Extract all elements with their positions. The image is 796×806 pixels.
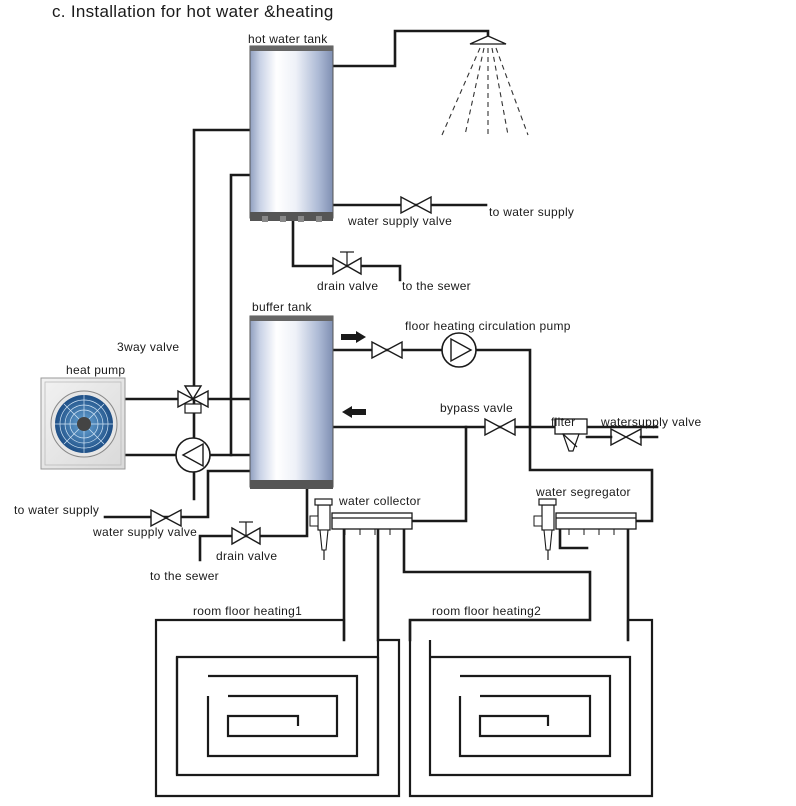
drain-valve-top-label: drain valve (317, 279, 378, 293)
drain-valve-bottom-label: drain valve (216, 549, 277, 563)
buffer-tank-label: buffer tank (252, 300, 312, 314)
water-supply-valve-top-icon (400, 195, 432, 215)
three-way-valve-label: 3way valve (117, 340, 179, 354)
hot-water-tank-label: hot water tank (248, 32, 328, 46)
heat-pump-label: heat pump (66, 363, 125, 377)
watersupply-valve-right-icon (585, 427, 659, 447)
flow-arrow-out-icon (341, 331, 366, 343)
shower-head-icon (441, 35, 529, 136)
flow-arrow-in-icon (342, 406, 366, 418)
to-the-sewer-bottom-label: to the sewer (150, 569, 219, 583)
watersupply-valve-right-label: watersupply valve (600, 415, 702, 429)
water-collector-label: water collector (338, 494, 421, 508)
to-the-sewer-top-label: to the sewer (402, 279, 471, 293)
room-floor-heating-1-label: room floor heating1 (193, 604, 302, 618)
heat-pump-unit (40, 377, 126, 470)
water-supply-valve-top-label: water supply valve (347, 214, 452, 228)
buffer-tank (249, 315, 334, 489)
diagram-title: c. Installation for hot water &heating (52, 2, 334, 21)
bypass-valve-label: bypass vavle (440, 401, 513, 415)
heat-pump-circulation-pump-icon (175, 437, 211, 473)
fan-icon (50, 390, 118, 458)
floor-heating-circulation-pump-icon (441, 332, 477, 368)
pump-inlet-valve-icon (371, 340, 403, 360)
water-collector-manifold-icon (309, 498, 413, 560)
water-segregator-manifold-icon (533, 498, 637, 560)
water-supply-valve-left-label: water supply valve (92, 525, 197, 539)
bypass-valve-icon (484, 417, 516, 437)
room-floor-heating-2-coil (408, 618, 654, 798)
pipes (103, 29, 659, 642)
drain-valve-bottom-icon (231, 521, 261, 546)
three-way-valve-icon (177, 385, 209, 414)
to-water-supply-top-label: to water supply (489, 205, 574, 219)
water-supply-valve-left-icon (150, 508, 182, 528)
floor-heating-circulation-pump-label: floor heating circulation pump (405, 319, 571, 333)
drain-valve-top-icon (332, 251, 362, 276)
filter-label: filter (551, 415, 575, 429)
to-water-supply-left-label: to water supply (14, 503, 99, 517)
hot-water-tank (249, 45, 334, 222)
room-floor-heating-2-label: room floor heating2 (432, 604, 541, 618)
water-segregator-label: water segregator (535, 485, 631, 499)
filter-icon (554, 418, 588, 452)
room-floor-heating-1-coil (154, 618, 401, 798)
